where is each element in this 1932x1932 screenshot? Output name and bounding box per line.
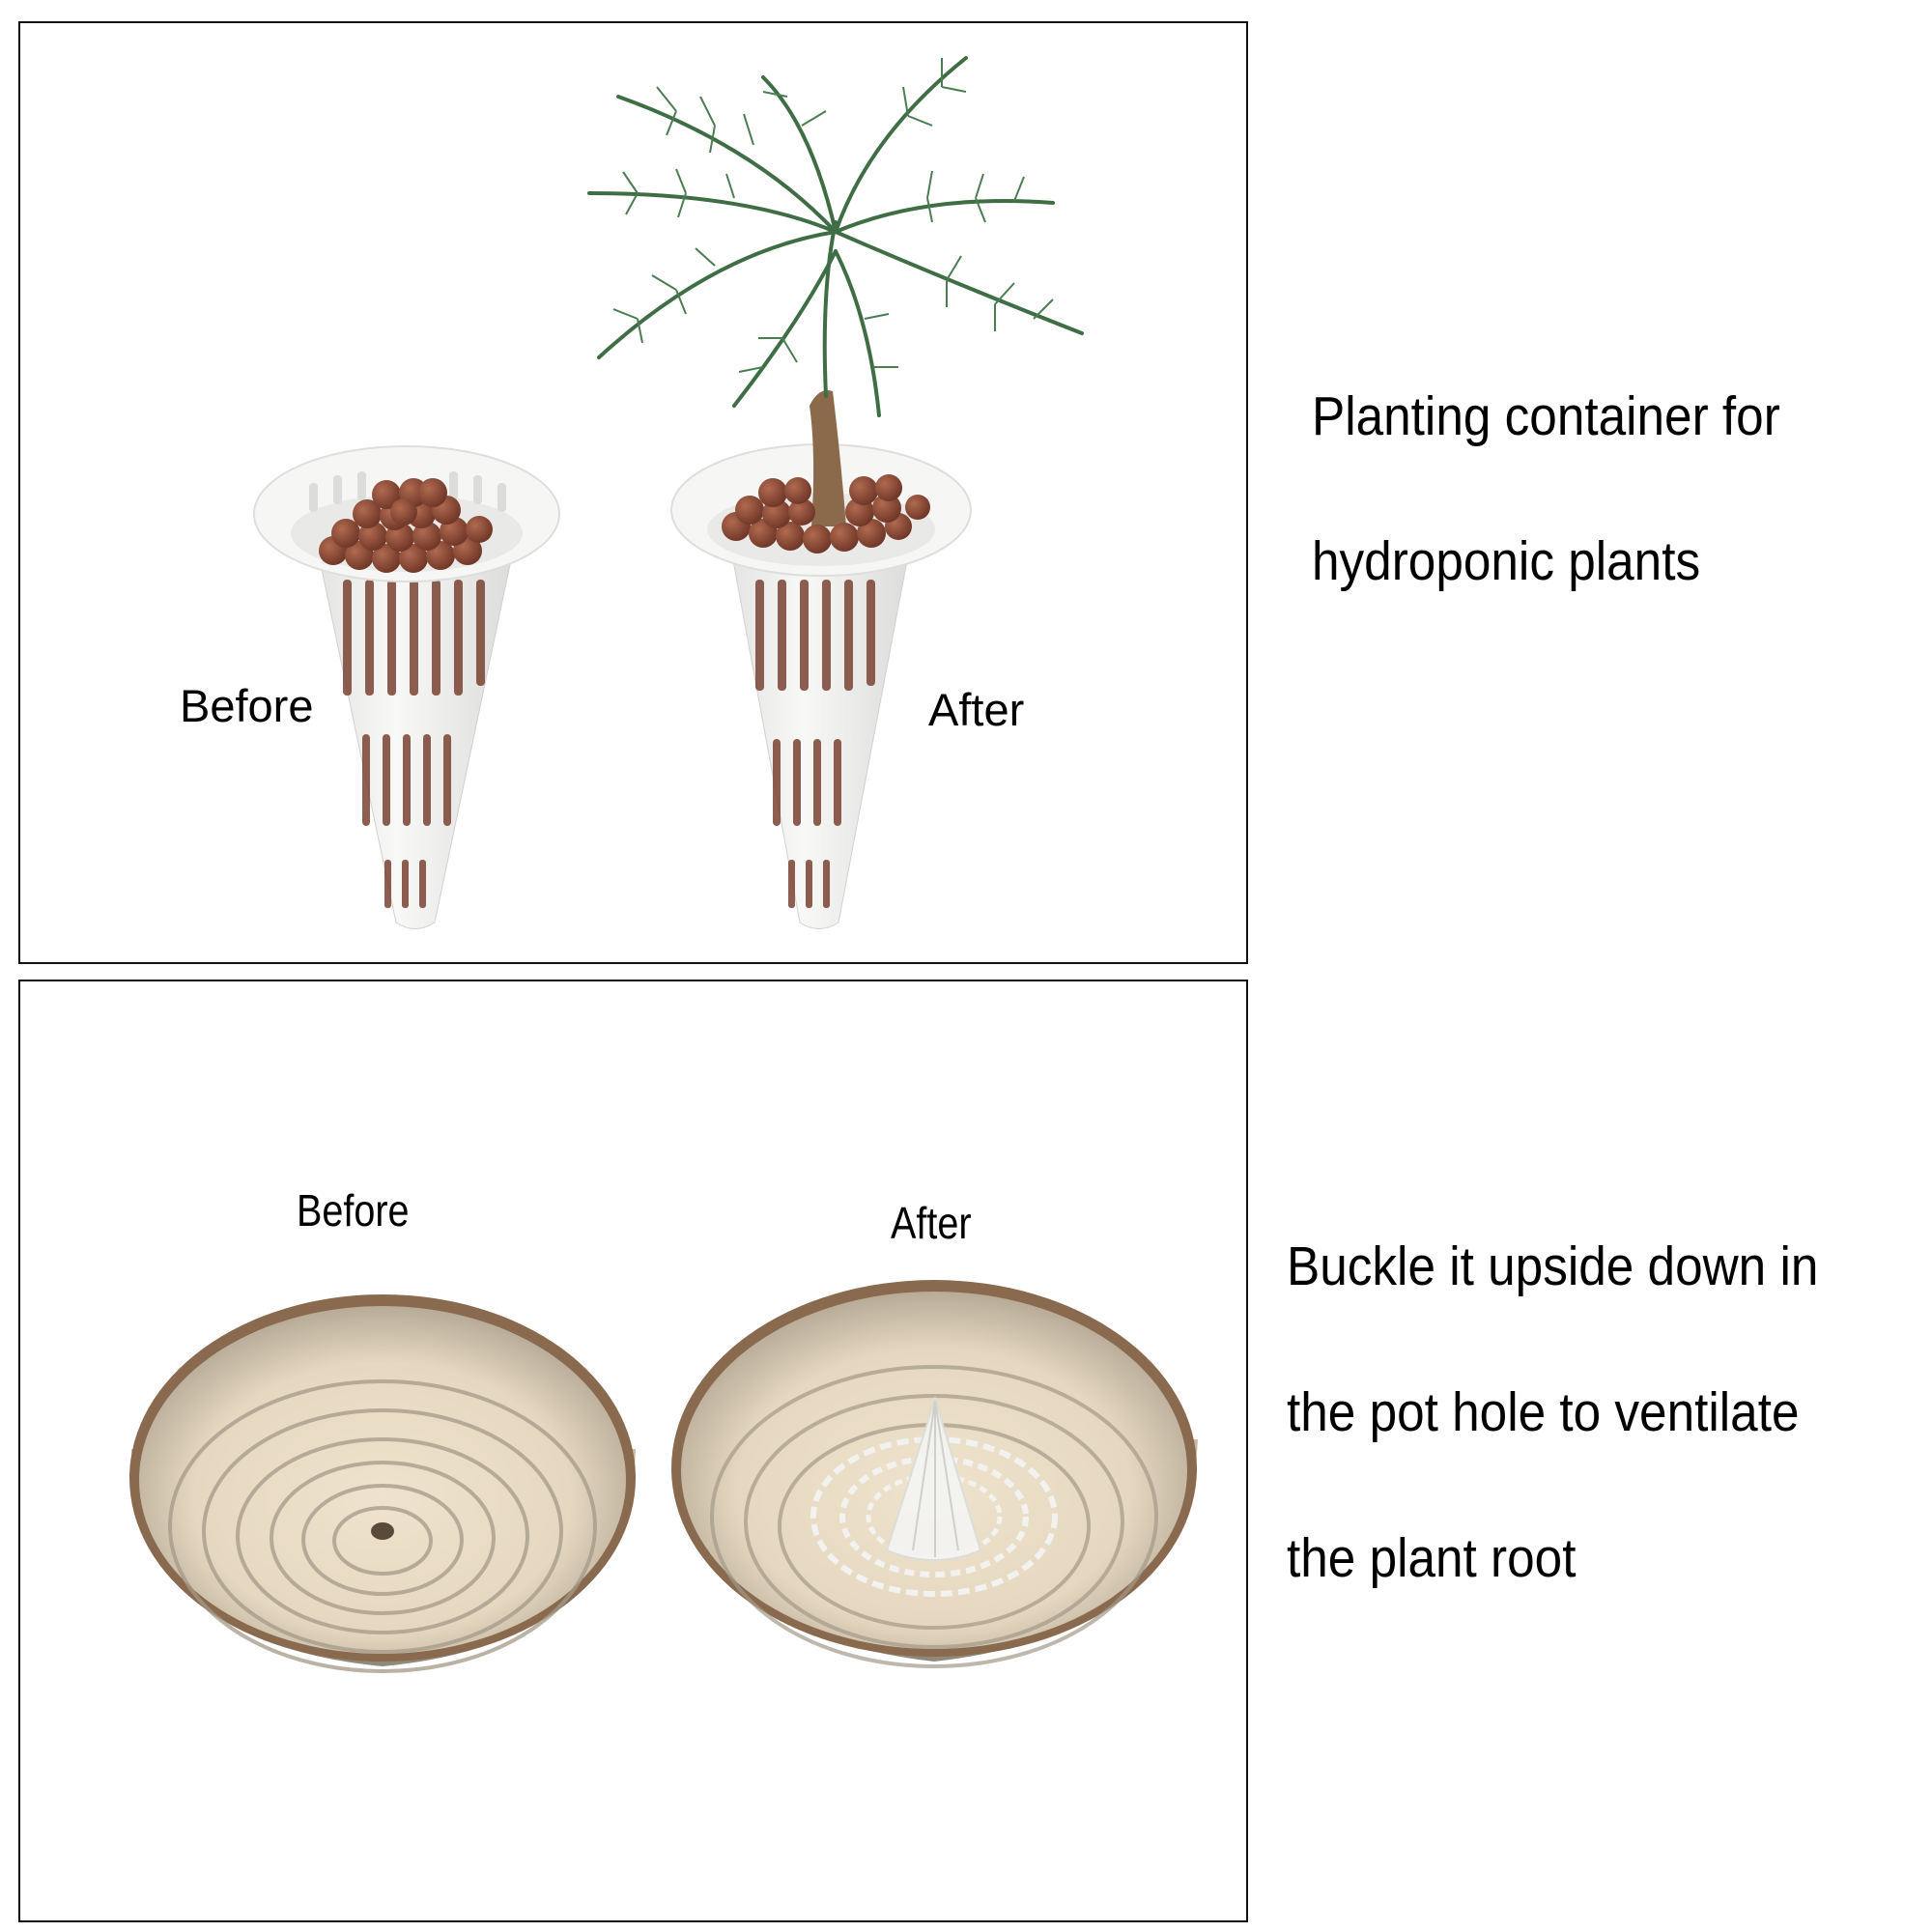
caption-bottom-line-1: Buckle it upside down in <box>1287 1236 1819 1297</box>
basket-before-illustration <box>253 445 560 929</box>
caption-bottom-line-3: the plant root <box>1287 1527 1577 1589</box>
caption-bottom-line-2: the pot hole to ventilate <box>1287 1381 1800 1443</box>
top-product-panel <box>18 21 1248 964</box>
caption-top-line-2: hydroponic plants <box>1312 530 1701 592</box>
before-label-top: Before <box>180 680 314 731</box>
basket-after-illustration <box>587 56 1084 929</box>
after-label-bottom: After <box>891 1198 972 1248</box>
saucer-before-illustration <box>129 1294 636 1673</box>
saucer-after-illustration <box>671 1280 1198 1668</box>
caption-top-line-1: Planting container for <box>1312 385 1780 447</box>
before-label-bottom: Before <box>297 1185 410 1236</box>
after-label-top: After <box>928 684 1025 735</box>
